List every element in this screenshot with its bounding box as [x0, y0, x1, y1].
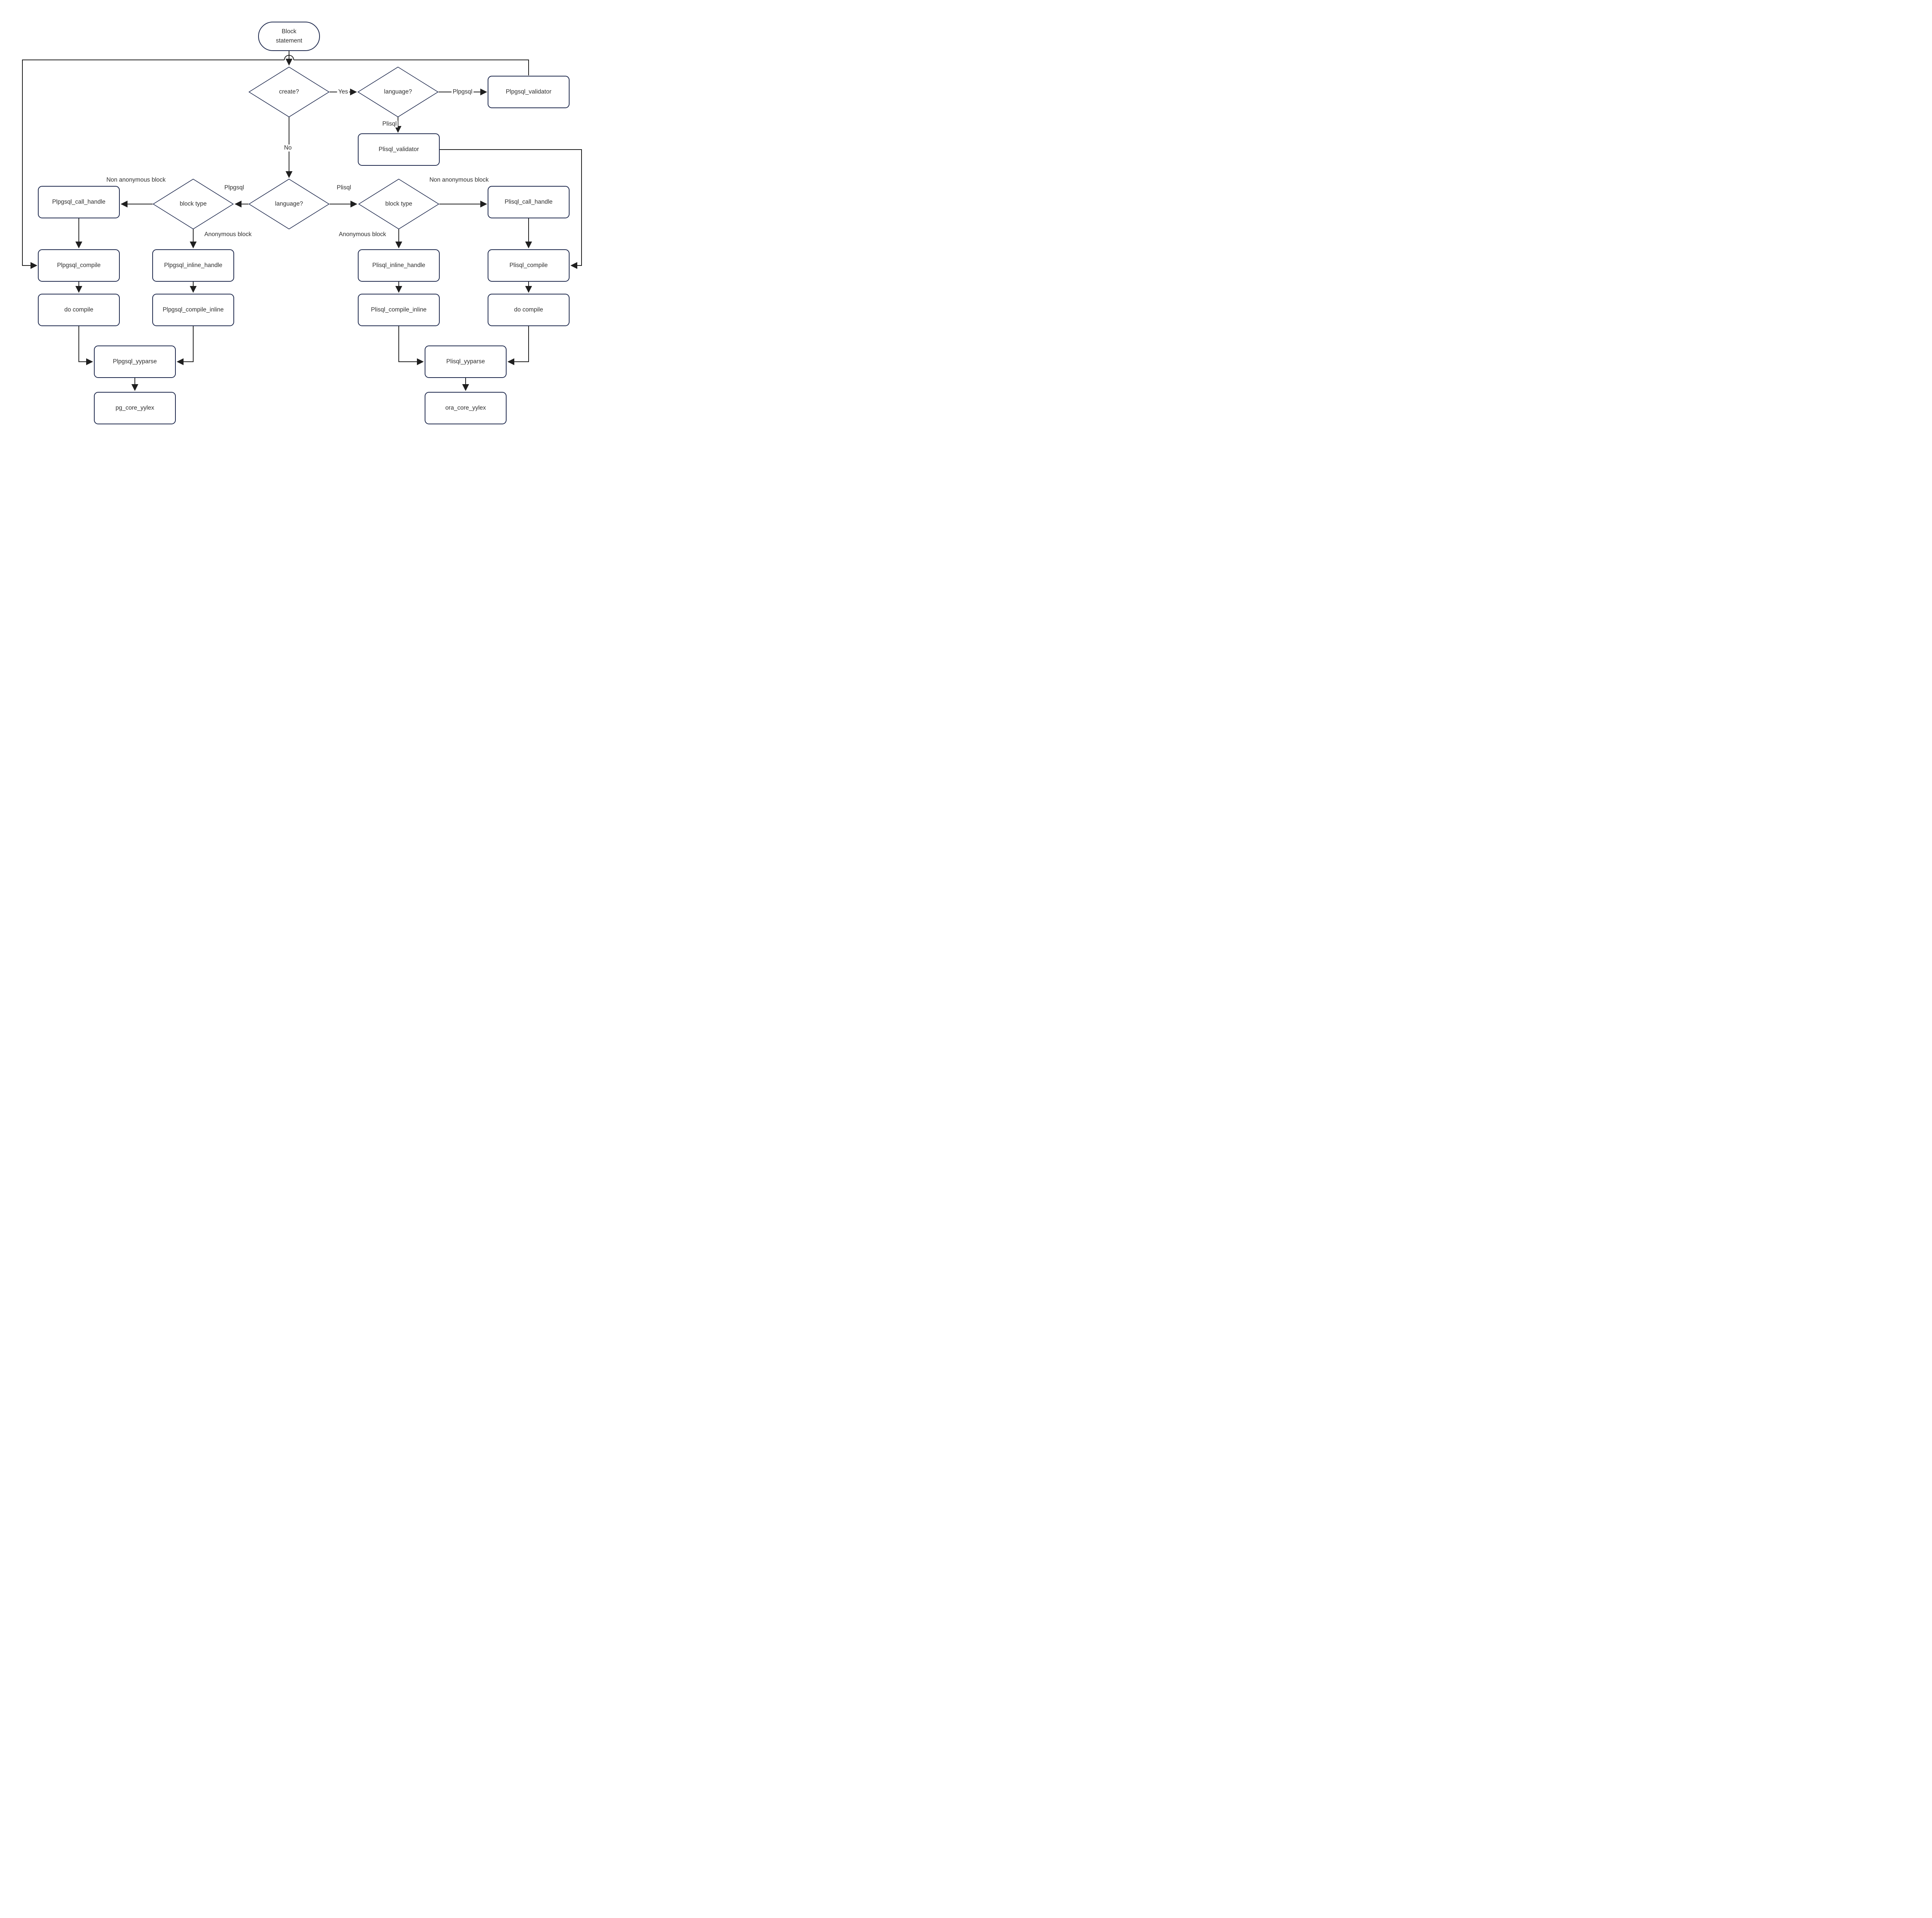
edge-do-compile-to-yyparse: [78, 326, 93, 365]
edge-label-yes: Yes: [337, 88, 349, 95]
node-label: Block statement: [276, 28, 303, 44]
node-label: block type: [180, 200, 207, 207]
node-label: Plpgsql_compile: [57, 262, 101, 269]
node-label: Plpgsql_yyparse: [113, 358, 157, 365]
node-label: ora_core_yylex: [445, 404, 486, 411]
node-label: do compile: [514, 306, 543, 313]
edge-label-plpgsql-create: Plpgsql: [451, 88, 474, 95]
node-block-statement: Block statement: [258, 22, 320, 51]
node-label: Plpgsql_call_handle: [52, 198, 105, 205]
node-label: Plpgsql_inline_handle: [164, 262, 223, 269]
node-label: Plisql_validator: [378, 146, 419, 153]
connector-layer: [22, 51, 582, 391]
edge-validator-to-compile-rail: [294, 60, 529, 75]
node-label: pg_core_yylex: [116, 404, 154, 411]
node-block-type-right: block type: [358, 179, 439, 230]
node-label: block type: [385, 200, 412, 207]
edge-label-anonymous-left: Anonymous block: [203, 231, 253, 238]
edge-label-no: No: [283, 145, 293, 151]
edge-plisql-validator-to-compile-rail: [440, 149, 582, 269]
node-do-compile-right: do compile: [488, 294, 570, 326]
edge-label-plisql-create: Plisql: [381, 121, 398, 128]
node-plpgsql-call-handle: Plpgsql_call_handle: [38, 186, 120, 218]
edge-label-plisql-block: Plisql: [335, 184, 352, 191]
node-block-type-left: block type: [153, 179, 234, 230]
node-label: do compile: [64, 306, 94, 313]
edge-label-non-anonymous-left: Non anonymous block: [105, 177, 167, 184]
node-plpgsql-validator: Plpgsql_validator: [488, 76, 570, 108]
node-label: Plisql_compile: [509, 262, 548, 269]
node-label: language?: [275, 200, 303, 207]
edge-do-compile-right-to-yyparse: [507, 326, 529, 365]
node-label: create?: [279, 88, 299, 95]
node-label: Plisql_compile_inline: [371, 306, 427, 313]
node-do-compile-left: do compile: [38, 294, 120, 326]
node-ora-core-yylex: ora_core_yylex: [425, 392, 507, 424]
node-plisql-validator: Plisql_validator: [358, 133, 440, 166]
node-label: Plpgsql_validator: [505, 88, 552, 95]
edge-label-non-anonymous-right: Non anonymous block: [428, 177, 490, 184]
node-create-question: create?: [248, 66, 330, 117]
flowchart-canvas: Block statement create? language? langua…: [0, 0, 603, 426]
node-label: Plisql_call_handle: [504, 198, 553, 205]
node-plpgsql-inline-handle: Plpgsql_inline_handle: [152, 249, 234, 282]
edge-plisql-compile-inline-to-yyparse: [398, 326, 424, 365]
node-language-question-mid: language?: [248, 179, 330, 230]
node-plisql-inline-handle: Plisql_inline_handle: [358, 249, 440, 282]
node-plpgsql-compile-inline: Plpgsql_compile_inline: [152, 294, 234, 326]
edge-label-anonymous-right: Anonymous block: [337, 231, 388, 238]
node-language-question-top: language?: [357, 66, 439, 117]
node-pg-core-yylex: pg_core_yylex: [94, 392, 176, 424]
node-plpgsql-compile: Plpgsql_compile: [38, 249, 120, 282]
node-label: Plpgsql_compile_inline: [163, 306, 224, 313]
node-plisql-compile-inline: Plisql_compile_inline: [358, 294, 440, 326]
edge-label-plpgsql-block: Plpgsql: [223, 184, 245, 191]
node-plisql-call-handle: Plisql_call_handle: [488, 186, 570, 218]
node-label: language?: [384, 88, 412, 95]
node-label: Plisql_inline_handle: [372, 262, 425, 269]
edge-rail-left-into-plpgsql-compile: [22, 60, 284, 269]
node-plisql-yyparse: Plisql_yyparse: [425, 345, 507, 378]
node-plisql-compile: Plisql_compile: [488, 249, 570, 282]
node-plpgsql-yyparse: Plpgsql_yyparse: [94, 345, 176, 378]
edge-compile-inline-to-yyparse: [177, 326, 194, 365]
node-label: Plisql_yyparse: [446, 358, 485, 365]
